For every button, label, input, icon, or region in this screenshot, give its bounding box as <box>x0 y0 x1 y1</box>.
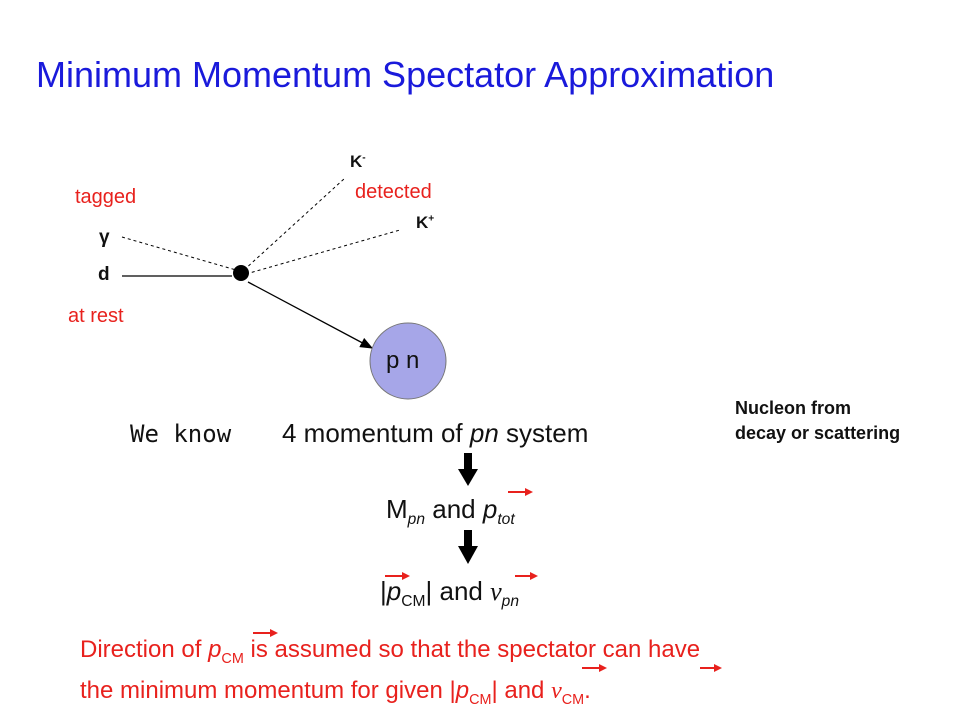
k-minus-line <box>243 177 346 271</box>
nucleon-note: Nucleon from decay or scattering <box>735 398 901 443</box>
k-minus-label: K- <box>350 152 366 171</box>
down-arrow-1 <box>458 453 478 486</box>
page-title: Minimum Momentum Spectator Approximation <box>36 54 775 95</box>
vector-arrow-bottom-p1 <box>253 629 278 637</box>
vector-arrow-bottom-p2 <box>582 664 607 672</box>
gamma-label: γ <box>99 227 110 248</box>
vector-arrow-pcm <box>385 572 410 580</box>
vector-arrow-bottom-v <box>700 664 722 672</box>
pn-circle <box>369 322 447 400</box>
vector-arrow-vpn <box>515 572 538 580</box>
vertex-dot <box>233 265 249 281</box>
pcm-velocity-text: |pCM| and vpn <box>380 576 519 611</box>
k-plus-label: K+ <box>416 213 435 232</box>
at-rest-label: at rest <box>68 305 124 327</box>
pn-circle-label: p n <box>386 347 420 374</box>
we-know-label: We know <box>130 420 232 448</box>
pn-line <box>247 281 374 349</box>
mass-momentum-text: Mpn and ptot <box>386 494 515 529</box>
vector-arrow-ptot <box>508 488 533 496</box>
four-momentum-text: 4 momentum of pn system <box>282 418 589 448</box>
bottom-line-1: Direction of pCM is assumed so that the … <box>80 636 701 667</box>
tagged-label: tagged <box>75 186 137 208</box>
bottom-line-2: the minimum momentum for given |pCM| and… <box>80 676 591 708</box>
bottom-text: Direction of pCM is assumed so that the … <box>80 634 700 716</box>
down-arrow-2 <box>458 530 478 564</box>
detected-label: detected <box>355 181 432 203</box>
deuteron-label: d <box>98 264 110 285</box>
k-plus-line <box>245 229 401 275</box>
photon-line <box>121 236 237 271</box>
